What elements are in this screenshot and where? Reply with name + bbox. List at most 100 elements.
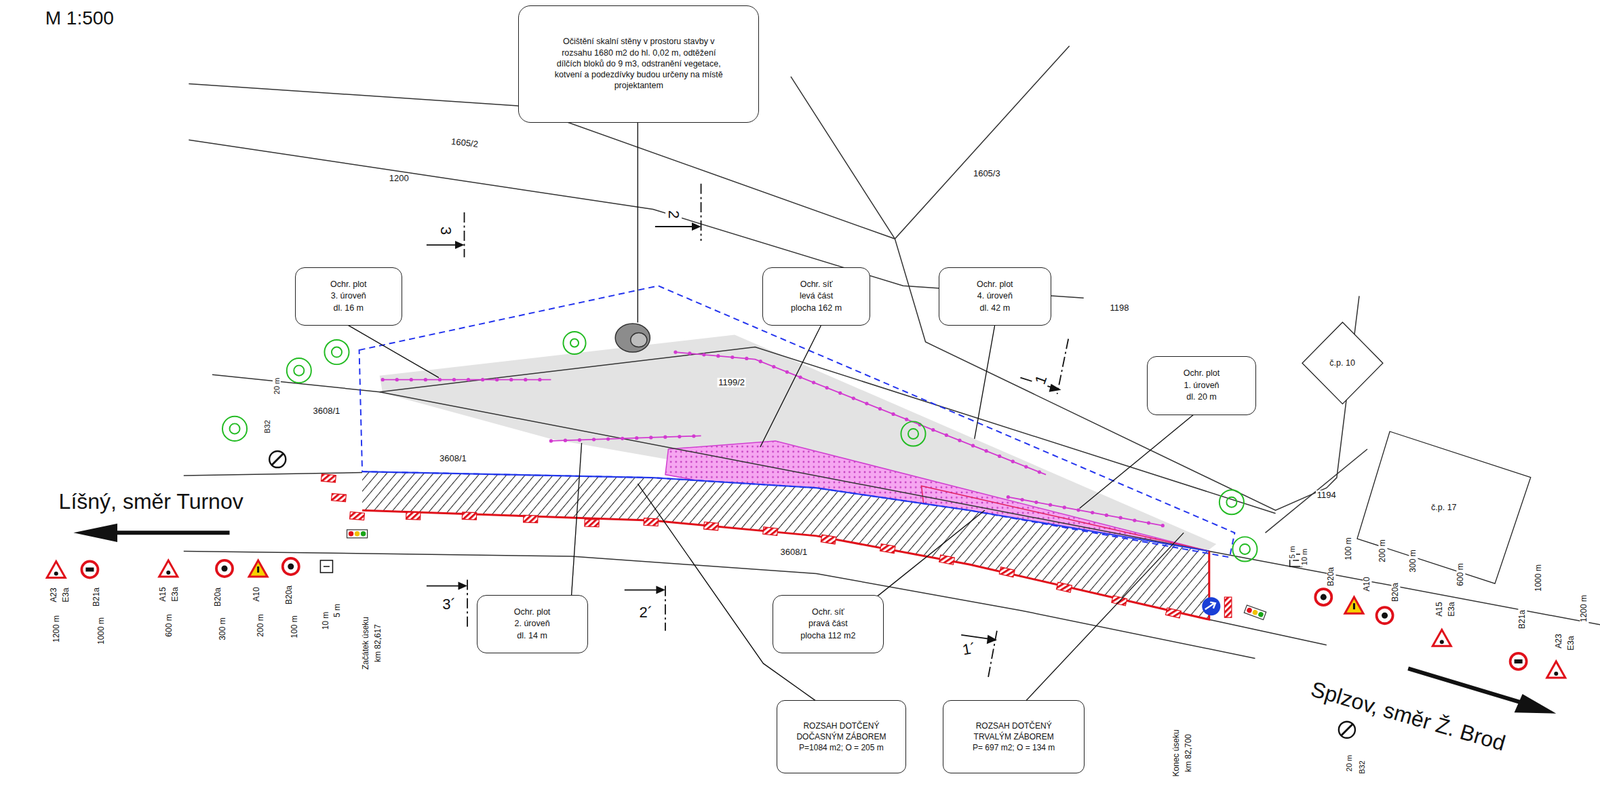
sign-distance: 200 m [1378,538,1388,564]
tree-symbol [324,339,349,365]
parcel-number: 3608/1 [311,406,342,416]
callout-text: dl. 42 m [980,302,1010,315]
callout-text: Ochr. síť [811,606,845,619]
callout-text: 4. úroveň [977,290,1013,303]
sign-distance: 20 m [1344,753,1354,773]
road-barrier [461,512,477,520]
road-barrier [820,534,836,544]
sign-code: A10 [1362,575,1372,593]
sign-code: B20a [213,586,223,608]
building-outline: č.p. 10 [1302,322,1383,404]
section-mark [655,225,694,228]
sign-code: B21a [92,586,102,608]
tree-symbol [222,416,247,441]
callout-text: Očištění skalní stěny v prostoru stavby … [554,35,724,91]
traffic-sign [282,558,300,575]
protective-fence [1007,497,1164,526]
rock-block [630,332,648,347]
road-barrier [1165,607,1182,618]
traffic-sign [166,570,171,575]
building-shape [1302,322,1383,404]
traffic-sign [1514,659,1523,664]
road-barrier [584,518,599,527]
traffic-sign [1376,607,1394,624]
traffic-sign [54,571,59,576]
callout-text: Ochr. plot [514,606,551,619]
sign-distance: 5 m [1288,544,1297,560]
sign-code: A15 [158,585,168,603]
leader-line [1079,414,1195,509]
traffic-light [360,531,367,537]
road-barrier [330,493,346,502]
tree-symbol [1219,489,1244,515]
callout-text: dl. 20 m [1186,391,1217,404]
leader-line [877,510,985,596]
chainage-label: km 82,700 [1184,732,1194,774]
parcel-number: 1200 [387,173,411,184]
road-barrier [1056,581,1073,593]
traffic-sign [1338,721,1356,738]
sign-code: E3a [170,585,180,603]
section-number: 2´ [638,604,655,621]
sign-distance: 100 m [1344,536,1354,562]
section-mark [691,222,702,231]
parcel-boundary [1209,550,1600,624]
traffic-light [1245,607,1253,614]
traffic-sign [46,560,66,578]
callout-text: 2. úroveň [514,617,551,631]
callout-text: levá část [799,290,833,303]
sign-code: E3a [61,586,71,603]
section-mark [961,634,990,639]
sign-distance: 300 m [1408,548,1418,574]
section-mark [1049,383,1062,393]
leader-line [571,442,582,597]
net-callout: Ochr. síťpravá částplocha 112 m2 [772,594,884,654]
section-mark [700,183,702,241]
note-callout: Očištění skalní stěny v prostoru stavby … [518,5,759,123]
sign-code: B21a [1517,608,1527,631]
tree-symbol [562,331,586,355]
road-edge [362,471,1210,551]
parcel-boundary [1265,449,1368,533]
traffic-sign [287,562,294,570]
callout-text: č.p. 17 [1431,502,1457,513]
protective-fence [550,435,701,441]
traffic-sign [271,453,284,466]
parcel-boundary [379,347,1276,514]
traffic-sign [1553,671,1558,676]
tree-symbol [222,331,1258,562]
leader-line [637,120,639,323]
callout-text: pravá část [808,617,848,631]
chainage-label: Začátek úseku [362,615,372,671]
chainage-label: km 82,617 [374,622,384,664]
traffic-light [1243,605,1266,620]
leader-line [347,120,1195,702]
road-barrier [1224,596,1232,618]
traffic-sign [159,560,178,577]
sign-code: E3a [1447,600,1457,618]
section-number: 3´ [440,596,458,613]
traffic-sign [221,564,228,572]
callout-text: Ochr. plot [976,278,1014,291]
callout-text: dl. 16 m [333,302,364,315]
section-mark [986,634,998,645]
building-shape [1357,431,1531,584]
parcel-number: 1199/2 [716,377,747,388]
sign-code: B20a [285,583,295,606]
traffic-sign [269,451,286,468]
traffic-sign [248,560,268,577]
sign-distance: 600 m [164,613,174,639]
net-callout: Ochr. síťlevá částplocha 162 m [762,267,871,326]
parcel-number: 1194 [1315,490,1338,500]
section-mark [655,586,666,595]
callout-text: DOČASNÝM ZÁBOREM [796,731,886,743]
protective-fence [675,352,1046,475]
protective-fence [382,379,551,381]
road-barrier [1111,595,1128,606]
traffic-sign [81,560,98,578]
traffic-sign [257,566,260,573]
road-barrier [879,543,896,554]
area-callout: ROZSAH DOTČENÝDOČASNÝM ZÁBOREMP=1084 m2;… [776,699,907,774]
parcel-boundary [1209,619,1327,646]
